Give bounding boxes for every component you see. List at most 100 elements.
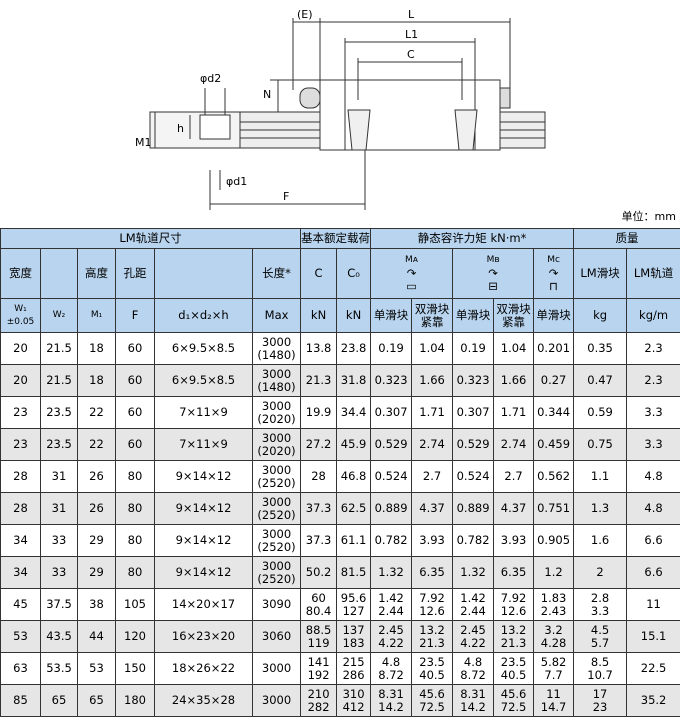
table-cell: 31	[40, 460, 78, 493]
table-cell: 21.5	[40, 332, 78, 365]
table-cell: 150	[115, 652, 155, 685]
table-cell: 4.8 8.72	[370, 652, 413, 685]
hdr-w2: W₂	[40, 298, 78, 333]
table-cell: 210 282	[300, 684, 338, 717]
table-cell: 16×23×20	[154, 620, 253, 653]
hdr-rail-dims: LM轨道尺寸	[0, 228, 302, 249]
table-cell: 1.3	[573, 492, 628, 525]
table-cell: 26	[77, 460, 116, 493]
table-cell: 19.9	[300, 396, 338, 429]
table-cell: 9×14×12	[154, 460, 253, 493]
table-cell: 14×20×17	[154, 588, 253, 621]
table-cell: 38	[77, 588, 116, 621]
table-cell: 9×14×12	[154, 492, 253, 525]
table-cell: 23.5 40.5	[411, 652, 454, 685]
table-cell: 35.2	[626, 684, 680, 717]
table-cell: 34.4	[336, 396, 372, 429]
hdr-c: C	[300, 248, 338, 299]
table-cell: 60	[115, 396, 155, 429]
table-cell: 2.74	[493, 428, 535, 461]
table-cell: 0.782	[370, 524, 413, 557]
table-cell: 2.74	[411, 428, 454, 461]
table-cell: 18	[77, 364, 116, 397]
table-cell: 45	[0, 588, 41, 621]
label-l: L	[408, 8, 415, 21]
table-cell: 34	[0, 556, 41, 589]
table-cell: 80	[115, 460, 155, 493]
table-cell: 3000 (2520)	[251, 556, 302, 589]
table-cell: 22	[77, 396, 116, 429]
spec-table: LM轨道尺寸 基本额定载荷 静态容许力矩 kN·m* 质量 宽度 高度 孔距 长…	[0, 228, 680, 717]
table-cell: 81.5	[336, 556, 372, 589]
table-cell: 1.83 2.43	[533, 588, 575, 621]
table-cell: 4.37	[411, 492, 454, 525]
table-cell: 0.323	[452, 364, 495, 397]
table-cell: 13.8	[300, 332, 338, 365]
hdr-c0: C₀	[336, 248, 372, 299]
table-cell: 1.71	[411, 396, 454, 429]
hdr-double2: 双滑块紧靠	[493, 298, 535, 333]
table-cell: 0.344	[533, 396, 575, 429]
hdr-mass: 质量	[573, 228, 680, 249]
table-cell: 33	[40, 524, 78, 557]
table-cell: 141 192	[300, 652, 338, 685]
table-cell: 1.32	[452, 556, 495, 589]
table-cell: 2.3	[626, 332, 680, 365]
table-cell: 80	[115, 524, 155, 557]
table-cell: 1.6	[573, 524, 628, 557]
table-cell: 37.3	[300, 492, 338, 525]
table-cell: 8.31 14.2	[452, 684, 495, 717]
table-cell: 28	[0, 492, 41, 525]
hdr-length: 长度*	[251, 248, 302, 299]
hdr-kg: kg	[573, 298, 628, 333]
table-cell: 29	[77, 556, 116, 589]
table-cell: 0.524	[370, 460, 413, 493]
hdr-pitch: 孔距	[115, 248, 155, 299]
table-cell: 13.2 21.3	[493, 620, 535, 653]
table-cell: 17 23	[573, 684, 628, 717]
table-cell: 45.9	[336, 428, 372, 461]
hdr-m1: M₁	[77, 298, 116, 333]
table-cell: 3000 (1480)	[251, 332, 302, 365]
table-cell: 3.2 4.28	[533, 620, 575, 653]
table-cell: 28	[300, 460, 338, 493]
table-cell: 3000 (2520)	[251, 524, 302, 557]
table-cell: 22	[77, 428, 116, 461]
table-cell: 65	[77, 684, 116, 717]
table-cell: 50.2	[300, 556, 338, 589]
table-cell: 22.5	[626, 652, 680, 685]
unit-label: 单位：mm	[621, 210, 676, 223]
table-cell: 13.2 21.3	[411, 620, 454, 653]
table-cell: 24×35×28	[154, 684, 253, 717]
table-cell: 21.5	[40, 364, 78, 397]
table-cell: 7.92 12.6	[411, 588, 454, 621]
table-cell: 43.5	[40, 620, 78, 653]
table-cell: 28	[0, 460, 41, 493]
table-cell: 0.19	[452, 332, 495, 365]
table-cell: 21.3	[300, 364, 338, 397]
table-cell: 62.5	[336, 492, 372, 525]
table-cell: 1.42 2.44	[452, 588, 495, 621]
table-cell: 27.2	[300, 428, 338, 461]
table-cell: 0.529	[452, 428, 495, 461]
table-cell: 6.35	[411, 556, 454, 589]
label-n: N	[263, 88, 271, 101]
table-cell: 3000 (2020)	[251, 428, 302, 461]
table-cell: 8.31 14.2	[370, 684, 413, 717]
table-cell: 0.524	[452, 460, 495, 493]
table-cell: 1.04	[411, 332, 454, 365]
table-cell: 0.75	[573, 428, 628, 461]
table-cell: 105	[115, 588, 155, 621]
hdr-f: F	[115, 298, 155, 333]
hdr-w1: W₁±0.05	[0, 298, 41, 333]
table-cell: 6.6	[626, 556, 680, 589]
table-cell: 0.35	[573, 332, 628, 365]
table-cell: 4.5 5.7	[573, 620, 628, 653]
